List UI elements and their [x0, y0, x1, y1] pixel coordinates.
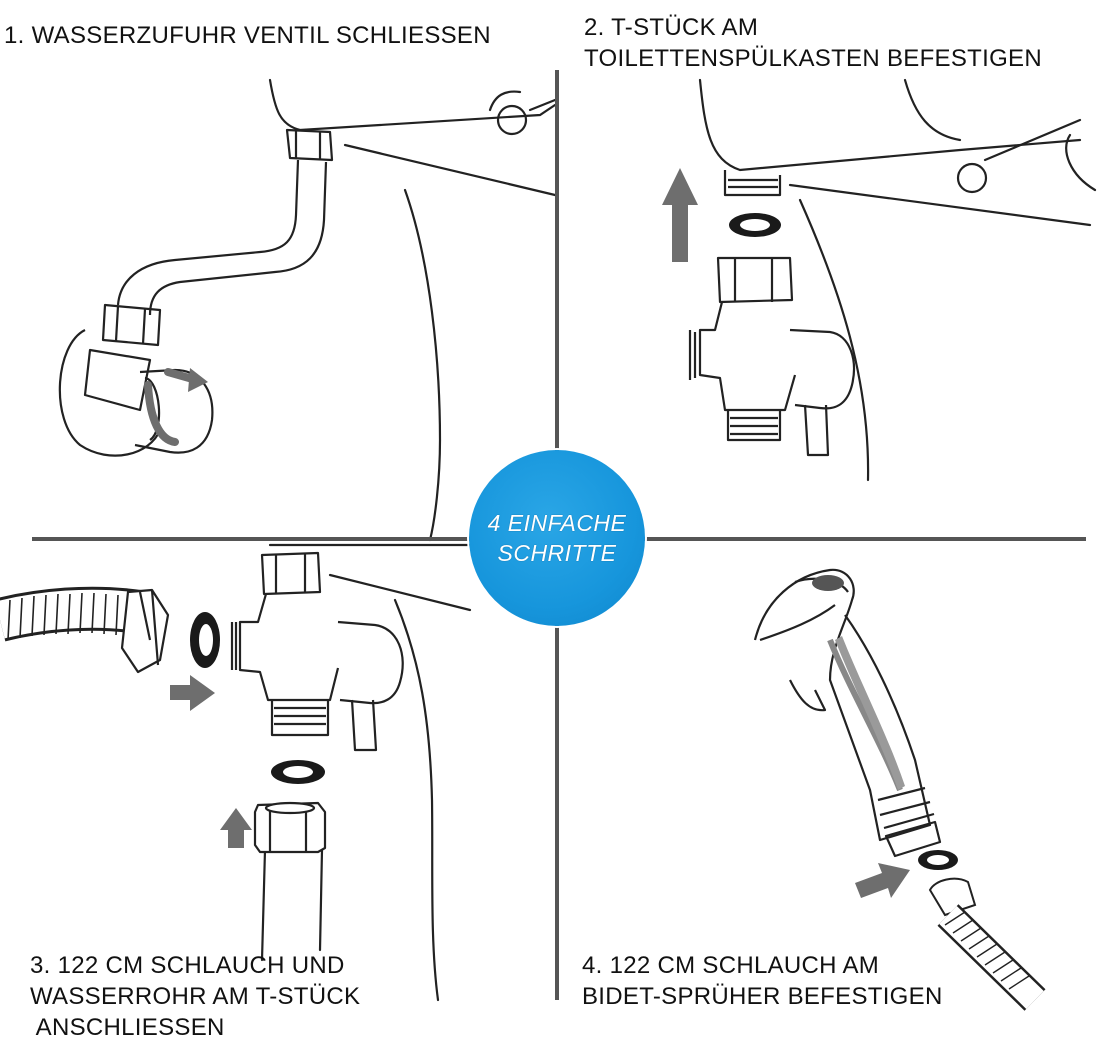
- tee-adapter-icon-2: [230, 551, 404, 752]
- step-4-line-2: BIDET-SPRÜHER BEFESTIGEN: [582, 983, 943, 1010]
- valve-icon: [58, 128, 334, 457]
- step-2-line-1: 2. T-STÜCK AM: [584, 14, 759, 41]
- hex-nut-icon: [120, 588, 170, 674]
- hose-icon: [0, 586, 144, 642]
- hose-icon-sprayer: [928, 877, 1046, 1011]
- step-2-caption: 2. T-STÜCK AM TOILETTENSPÜLKASTEN BEFEST…: [584, 12, 1042, 74]
- step-1-line-1: 1. WASSERZUFUHR VENTIL SCHLIESSEN: [4, 22, 491, 49]
- badge-line-2: SCHRITTE: [497, 540, 617, 566]
- tee-adapter-icon: [688, 170, 856, 457]
- hex-nut-icon-bottom: [253, 801, 327, 854]
- badge-line-1: 4 EINFACHE: [487, 510, 627, 536]
- steps-badge: 4 EINFACHE SCHRITTE: [469, 450, 645, 626]
- step-4-caption: 4. 122 CM SCHLAUCH AM BIDET-SPRÜHER BEFE…: [582, 950, 943, 1012]
- step-3-caption: 3. 122 CM SCHLAUCH UND WASSERROHR AM T-S…: [30, 950, 360, 1043]
- up-arrow-icon-2: [220, 808, 252, 848]
- up-arrow-icon: [662, 168, 698, 262]
- step-3-line-1: 3. 122 CM SCHLAUCH UND: [30, 952, 345, 979]
- step-3-line-2: WASSERROHR AM T-STÜCK: [30, 983, 361, 1010]
- rotate-arrow-head: [188, 368, 208, 392]
- panel2-toilet-outline: [698, 78, 1097, 482]
- sprayer-detail: [812, 575, 905, 790]
- right-arrow-icon: [170, 675, 215, 711]
- right-arrow-icon-2: [855, 863, 910, 898]
- washer-icon-bottom: [271, 760, 325, 784]
- washer-icon: [729, 213, 781, 237]
- step-3-line-3: ANSCHLIESSEN: [30, 1014, 225, 1041]
- washer-icon-sprayer: [918, 850, 958, 870]
- step-2-line-2: TOILETTENSPÜLKASTEN BEFESTIGEN: [584, 45, 1042, 72]
- washer-icon-left: [190, 612, 220, 668]
- step-4-line-1: 4. 122 CM SCHLAUCH AM: [582, 952, 880, 979]
- sprayer-icon: [753, 568, 942, 858]
- step-1-caption: 1. WASSERZUFUHR VENTIL SCHLIESSEN: [4, 20, 491, 51]
